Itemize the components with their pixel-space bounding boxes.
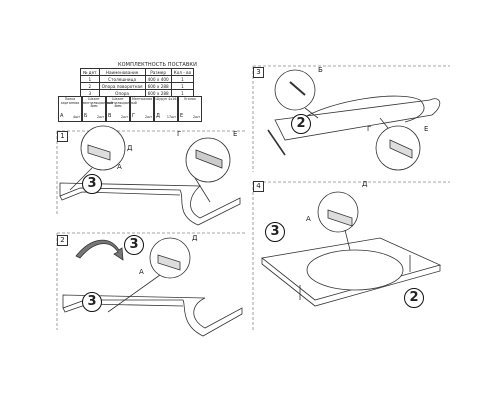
step4-base [299,255,411,300]
callout-label: Е [424,125,429,133]
step-number: 3 [253,67,264,78]
step3-detail-circle-top [274,69,316,111]
hardware-item-v: Шкант вентиляционный 6мм В 2шт [106,96,137,122]
step3-board-curve [299,95,425,123]
part-number-badge: 2 [291,114,311,134]
callout-label: А [139,268,144,276]
hardware-item-d: Шуруп 4х16 Д 17шт [154,96,178,122]
hardware-item-e: Уголок Е 2шт [178,96,202,122]
step2-bracket [157,254,181,271]
step1-leader-right [194,177,211,203]
step2-leader [107,274,161,313]
hardware-qty: 2шт [144,115,152,120]
step4-tabletop-edge [261,258,441,307]
step4-bracket [327,209,353,227]
step2-board-edge [62,303,184,313]
callout-label: А [306,215,311,223]
part-number-badge: 3 [82,174,102,194]
step-number: 1 [57,131,68,142]
step1-bracket-left [87,144,111,161]
hardware-qty: 2шт [120,115,128,120]
callout-label: Г [177,130,182,138]
part-number-badge: 3 [124,235,144,255]
step3-leader-bottom [379,117,389,129]
step3-tool [267,129,286,156]
hardware-letter: Д [156,113,160,120]
step4-frame [252,181,450,330]
step1-bracket-right [195,149,223,169]
hardware-qty: 4шт [72,115,80,120]
hardware-letter: Г [132,113,136,120]
kit-title: КОМПЛЕКТНОСТЬ ПОСТАВКИ [118,62,197,68]
hardware-caption: Шкант вентиляционный 6мм [107,97,137,109]
hardware-letter: Е [180,113,184,120]
kit-table: № дет Наименование Размер Кол - во 1 Сто… [80,68,195,97]
step3-board [274,98,441,141]
callout-label: Д [192,234,198,242]
part-number-badge: 2 [404,288,424,308]
callout-label: Б [318,66,323,74]
hardware-item-a: Полка картонная А 4шт [58,96,82,122]
step3-leader-top [304,107,319,119]
hardware-qty: 17шт [166,115,176,120]
step4-cutout [306,249,404,291]
callout-label: Г [367,125,372,133]
callout-label: Д [362,180,368,188]
hardware-item-b: Шкант вентиляционный 8мм Б 2шт [82,96,113,122]
hardware-letter: Б [84,113,88,120]
step1-board-edge [59,191,181,201]
part-number-badge: 3 [82,292,102,312]
step1-board [59,182,241,226]
step1-leader-left [69,167,93,191]
hardware-qty: 2шт [96,115,104,120]
step1-frame [56,130,245,215]
step3-dowel [289,81,306,96]
hardware-qty: 2шт [192,115,200,120]
callout-label: А [117,163,122,171]
step1-detail-circle-left [80,125,126,171]
hardware-caption: Шуруп 4х16 [155,97,177,101]
step3-bracket [389,139,413,159]
part-number-badge: 3 [265,222,285,242]
hardware-letter: В [108,113,112,120]
hardware-caption: Монтажная [131,97,153,101]
step2-frame [56,232,245,330]
step2-flip-arrow [75,239,124,261]
step3-frame [252,65,450,172]
step-number: 2 [57,235,68,246]
hardware-caption: Шкант вентиляционный 8мм [83,97,113,109]
hardware-caption: Уголок [184,97,196,101]
hardware-caption: Полка картонная [60,97,80,105]
hardware-item-g: Монтажная Г 2шт [130,96,154,122]
step-number: 4 [253,181,264,192]
hardware-letter: А [60,113,64,120]
step2-board [62,294,243,337]
step4-leader [344,229,351,251]
step2-detail-circle [149,237,191,279]
callout-label: Д [127,144,133,152]
callout-label: Е [233,130,238,138]
